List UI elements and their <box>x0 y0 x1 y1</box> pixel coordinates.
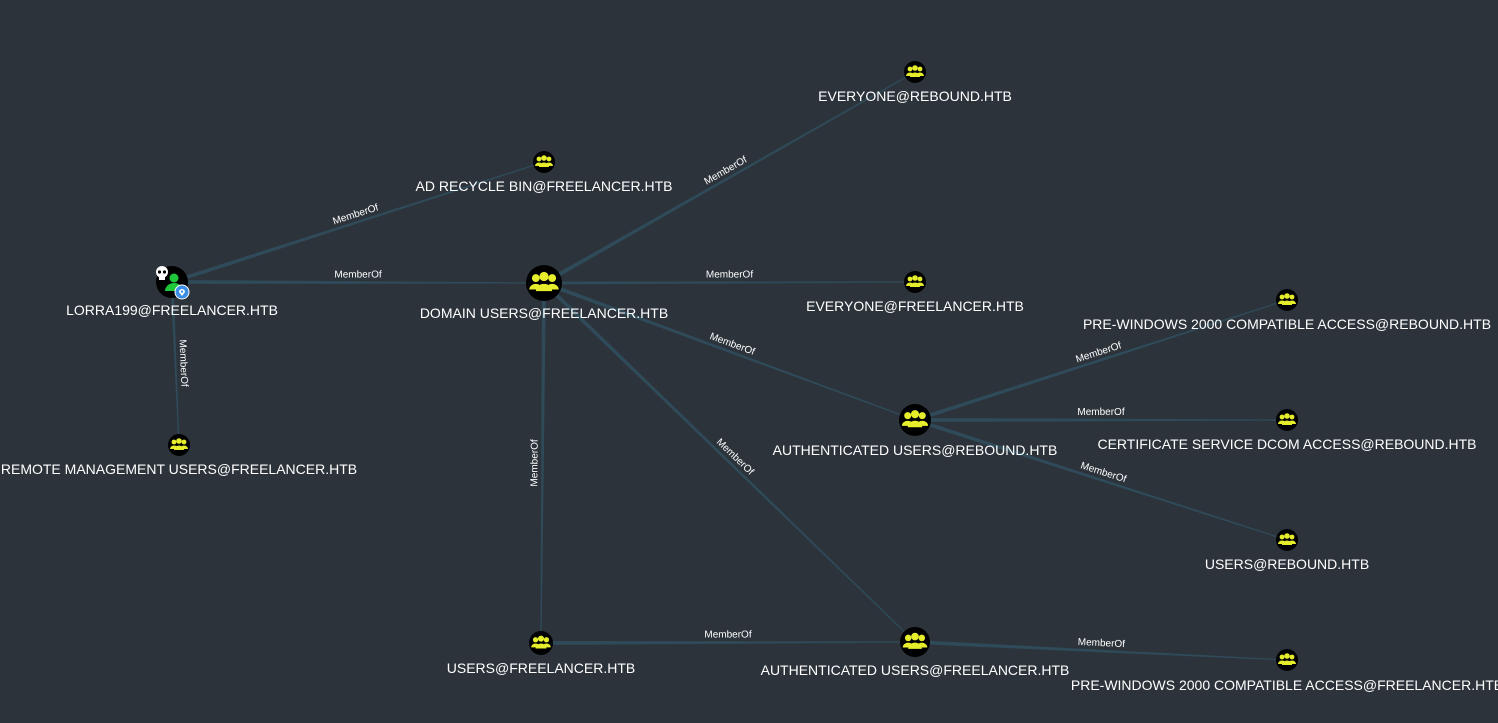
node-circle <box>1276 529 1298 551</box>
edge-line <box>171 161 545 284</box>
edge-line <box>915 418 1287 422</box>
node-everyonereb[interactable]: EVERYONE@REBOUND.HTB <box>818 61 1012 104</box>
edge-lorra199-remotemgmt[interactable]: MemberOf <box>170 281 190 446</box>
node-circle <box>1276 289 1298 311</box>
node-circle <box>1276 409 1298 431</box>
edge-line <box>543 71 916 285</box>
node-adrecycle[interactable]: AD RECYCLE BIN@FREELANCER.HTB <box>416 151 673 194</box>
edge-domainusers-everyonefree[interactable]: MemberOf <box>543 269 916 285</box>
node-circle <box>904 271 926 293</box>
edge-domainusers-usersfree[interactable]: MemberOf <box>529 282 546 644</box>
node-label: USERS@REBOUND.HTB <box>1205 556 1369 572</box>
node-label: PRE-WINDOWS 2000 COMPATIBLE ACCESS@REBOU… <box>1083 316 1491 332</box>
node-lorra199[interactable]: LORRA199@FREELANCER.HTB <box>66 266 278 318</box>
skull-icon <box>156 266 168 280</box>
node-prewin2kfree[interactable]: PRE-WINDOWS 2000 COMPATIBLE ACCESS@FREEL… <box>1071 649 1498 693</box>
group-icon <box>529 271 559 292</box>
edge-domainusers-authfree[interactable]: MemberOf <box>542 281 916 643</box>
node-certdcom[interactable]: CERTIFICATE SERVICE DCOM ACCESS@REBOUND.… <box>1097 409 1477 452</box>
group-icon <box>170 438 188 450</box>
edge-line <box>540 282 546 644</box>
node-label: DOMAIN USERS@FREELANCER.HTB <box>420 305 668 321</box>
node-authreb[interactable]: AUTHENTICATED USERS@REBOUND.HTB <box>773 404 1058 458</box>
group-icon <box>901 410 929 428</box>
node-circle <box>168 434 190 456</box>
node-label: AUTHENTICATED USERS@REBOUND.HTB <box>773 442 1058 458</box>
group-icon <box>1278 413 1296 425</box>
edge-line <box>914 640 1288 661</box>
group-icon <box>531 635 551 649</box>
edge-label: MemberOf <box>714 437 756 478</box>
node-usersfree[interactable]: USERS@FREELANCER.HTB <box>447 631 635 676</box>
edge-authfree-prewin2kfree[interactable]: MemberOf <box>914 637 1288 661</box>
node-circle <box>1276 649 1298 671</box>
nodes-layer: LORRA199@FREELANCER.HTB AD RECYCLE BIN@FR… <box>1 61 1498 693</box>
edge-label: MemberOf <box>1078 637 1126 650</box>
edge-authreb-certdcom[interactable]: MemberOf <box>915 407 1287 422</box>
edge-line <box>540 641 916 645</box>
node-label: EVERYONE@REBOUND.HTB <box>818 88 1012 104</box>
location-pin-icon <box>174 284 190 300</box>
group-icon <box>535 155 553 167</box>
node-label: PRE-WINDOWS 2000 COMPATIBLE ACCESS@FREEL… <box>1071 677 1498 693</box>
node-domainusers[interactable]: DOMAIN USERS@FREELANCER.HTB <box>420 265 668 321</box>
edge-line <box>543 281 916 421</box>
node-circle <box>899 404 931 436</box>
node-circle <box>526 265 562 301</box>
node-prewin2kreb[interactable]: PRE-WINDOWS 2000 COMPATIBLE ACCESS@REBOU… <box>1083 289 1491 332</box>
node-authfree[interactable]: AUTHENTICATED USERS@FREELANCER.HTB <box>761 627 1070 678</box>
edge-line <box>171 280 545 284</box>
node-circle <box>904 61 926 83</box>
edge-label: MemberOf <box>176 339 189 387</box>
group-icon <box>906 65 924 77</box>
node-circle <box>529 631 553 655</box>
edge-line <box>914 299 1288 422</box>
node-label: AD RECYCLE BIN@FREELANCER.HTB <box>416 178 673 194</box>
node-label: CERTIFICATE SERVICE DCOM ACCESS@REBOUND.… <box>1097 436 1476 452</box>
node-remotemgmt[interactable]: REMOTE MANAGEMENT USERS@FREELANCER.HTB <box>1 434 357 477</box>
edge-line <box>914 418 1288 541</box>
edge-usersfree-authfree[interactable]: MemberOf <box>540 629 916 645</box>
edge-line <box>542 281 916 643</box>
group-icon <box>1278 653 1296 665</box>
group-icon <box>1278 293 1296 305</box>
group-icon <box>902 632 928 649</box>
node-label: AUTHENTICATED USERS@FREELANCER.HTB <box>761 662 1070 678</box>
edge-lorra199-domainusers[interactable]: MemberOf <box>171 269 545 284</box>
node-label: USERS@FREELANCER.HTB <box>447 660 635 676</box>
node-label: EVERYONE@FREELANCER.HTB <box>806 298 1024 314</box>
node-label: LORRA199@FREELANCER.HTB <box>66 302 278 318</box>
node-everyonefree[interactable]: EVERYONE@FREELANCER.HTB <box>806 271 1024 314</box>
edge-label: MemberOf <box>1077 407 1124 418</box>
edge-label: MemberOf <box>706 269 753 280</box>
node-label: REMOTE MANAGEMENT USERS@FREELANCER.HTB <box>1 461 357 477</box>
edge-label: MemberOf <box>704 629 751 640</box>
edge-line <box>170 281 180 446</box>
node-circle <box>533 151 555 173</box>
edge-label: MemberOf <box>334 269 381 280</box>
node-circle <box>900 627 930 657</box>
group-icon <box>906 275 924 287</box>
group-icon <box>1278 533 1296 545</box>
node-usersreb[interactable]: USERS@REBOUND.HTB <box>1205 529 1369 572</box>
edges-layer: MemberOfMemberOfMemberOfMemberOfMemberOf… <box>170 71 1288 661</box>
edge-label: MemberOf <box>529 439 540 487</box>
edge-line <box>543 281 916 285</box>
